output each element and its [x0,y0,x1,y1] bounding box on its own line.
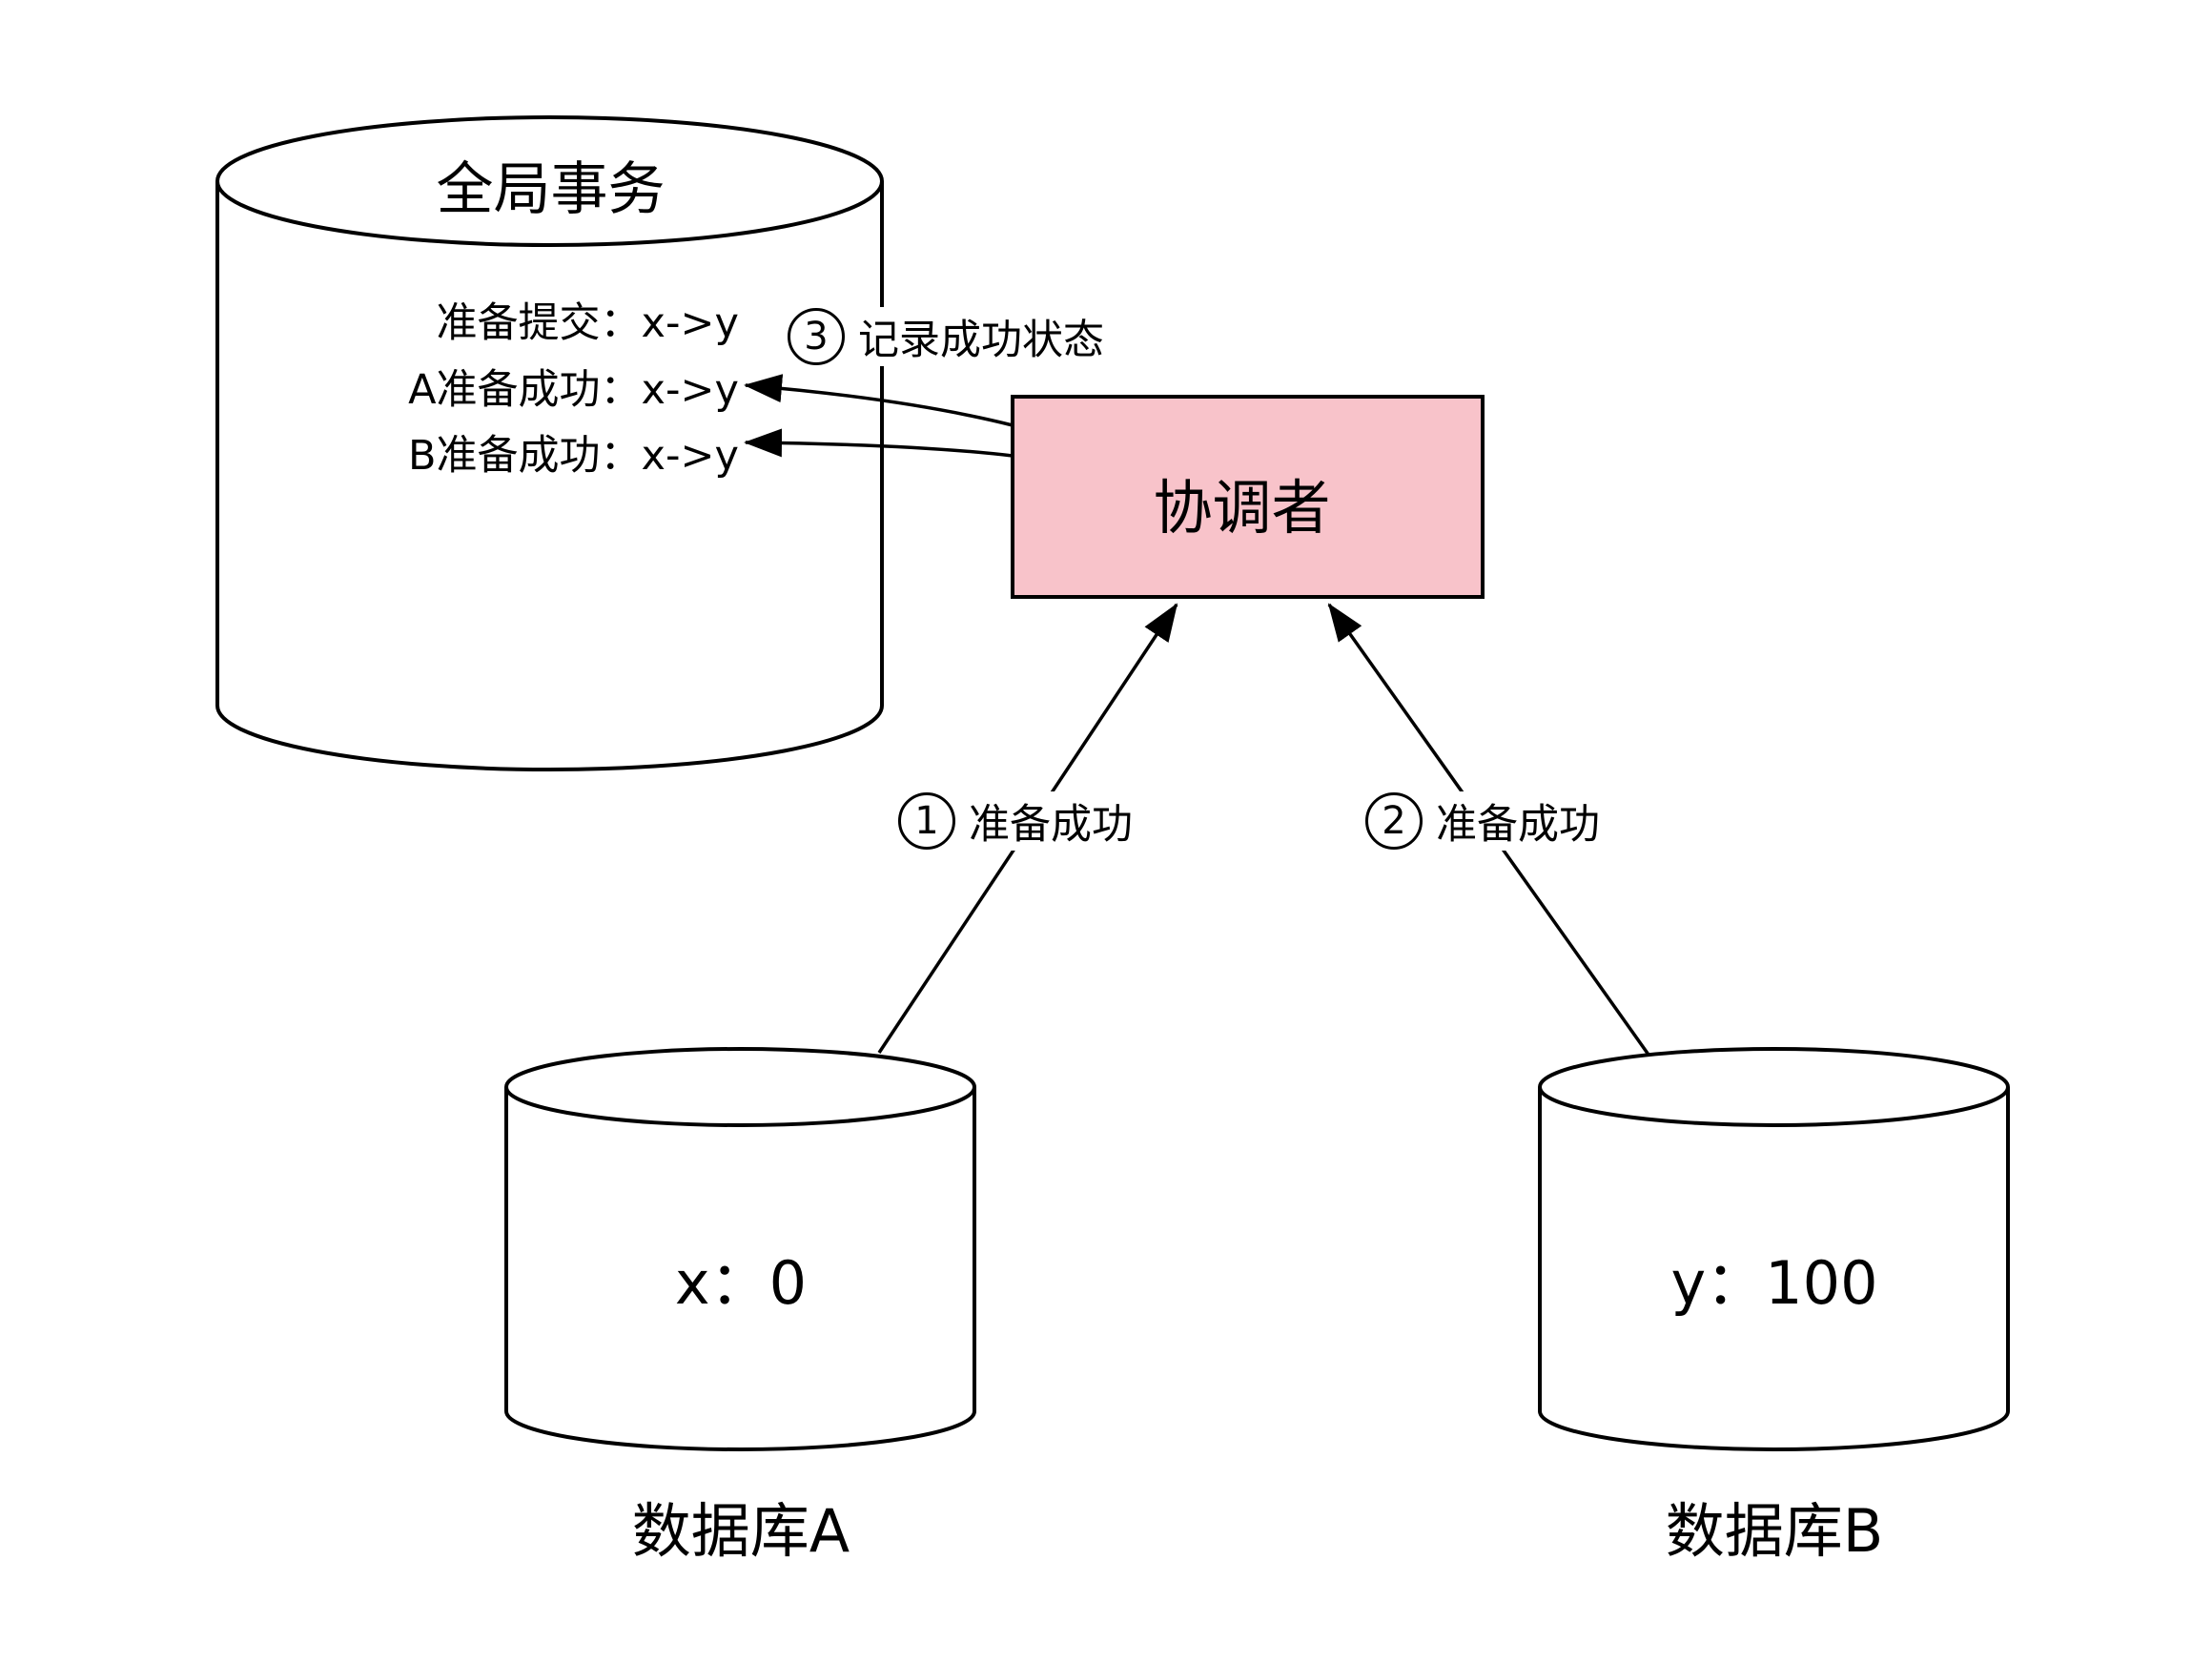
database-b-caption: 数据库B [1665,1496,1884,1566]
step-1-label: 1 准备成功 [894,791,1137,851]
database-b-value: y：100 [1670,1248,1878,1318]
circled-number-3-icon: 3 [788,308,845,365]
step-1-text: 准备成功 [969,801,1133,849]
coordinator-label: 协调者 [1153,473,1331,543]
entry-b-prepared: B准备成功：x->y [408,432,739,480]
database-a-caption: 数据库A [631,1496,850,1566]
entry-a-prepared: A准备成功：x->y [408,366,739,414]
global-transaction-cylinder [215,115,884,771]
entry-prepare-commit: 准备提交：x->y [436,299,739,347]
step-3-text: 记录成功状态 [858,317,1104,364]
global-transaction-title: 全局事务 [436,156,666,223]
database-a-value: x：0 [674,1248,808,1318]
step-2-label: 2 准备成功 [1362,791,1604,851]
circled-number-2-icon: 2 [1365,792,1423,850]
step-2-text: 准备成功 [1436,801,1600,849]
arrow-coordinator-to-entry-b [744,428,1014,458]
circled-number-1-icon: 1 [898,792,955,850]
coordinator-box [1011,395,1485,599]
database-b-cylinder [1538,1047,2010,1451]
arrow-coordinator-to-entry-a [744,374,1014,427]
step-3-label: 3 记录成功状态 [784,307,1108,366]
database-a-cylinder [504,1047,976,1451]
